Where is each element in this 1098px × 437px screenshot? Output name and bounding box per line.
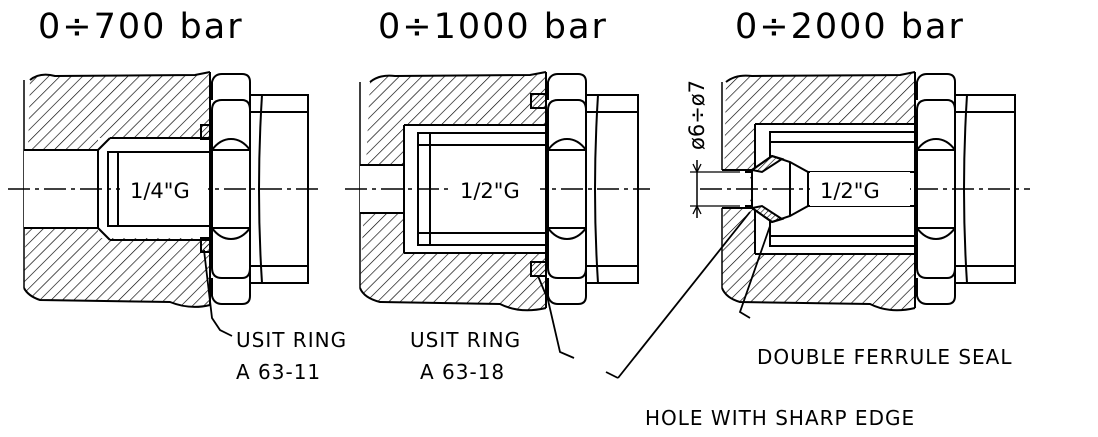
pressure-title-2: 0÷1000 bar (378, 7, 608, 47)
ring-label-2-line2: A 63-18 (420, 360, 505, 384)
hole-label: HOLE WITH SHARP EDGE (645, 406, 915, 430)
thread-label-1: 1/4"G (130, 179, 190, 203)
ring-label-2-line1: USIT RING (410, 328, 521, 352)
diameter-label: ø6÷ø7 (685, 80, 709, 150)
ring-label-1-line2: A 63-11 (236, 360, 321, 384)
ring-label-1-line1: USIT RING (236, 328, 347, 352)
thread-label-2: 1/2"G (460, 179, 520, 203)
pressure-title-1: 0÷700 bar (38, 7, 244, 47)
thread-label-bg-3 (810, 172, 910, 206)
panel-2-drawing (345, 71, 650, 359)
panel-3-drawing (605, 71, 1030, 379)
thread-label-bg-2 (450, 172, 540, 206)
pressure-title-3: 0÷2000 bar (735, 7, 965, 47)
thread-label-bg-1 (120, 172, 208, 206)
thread-label-3: 1/2"G (820, 179, 880, 203)
seal-label: DOUBLE FERRULE SEAL (757, 345, 1013, 369)
